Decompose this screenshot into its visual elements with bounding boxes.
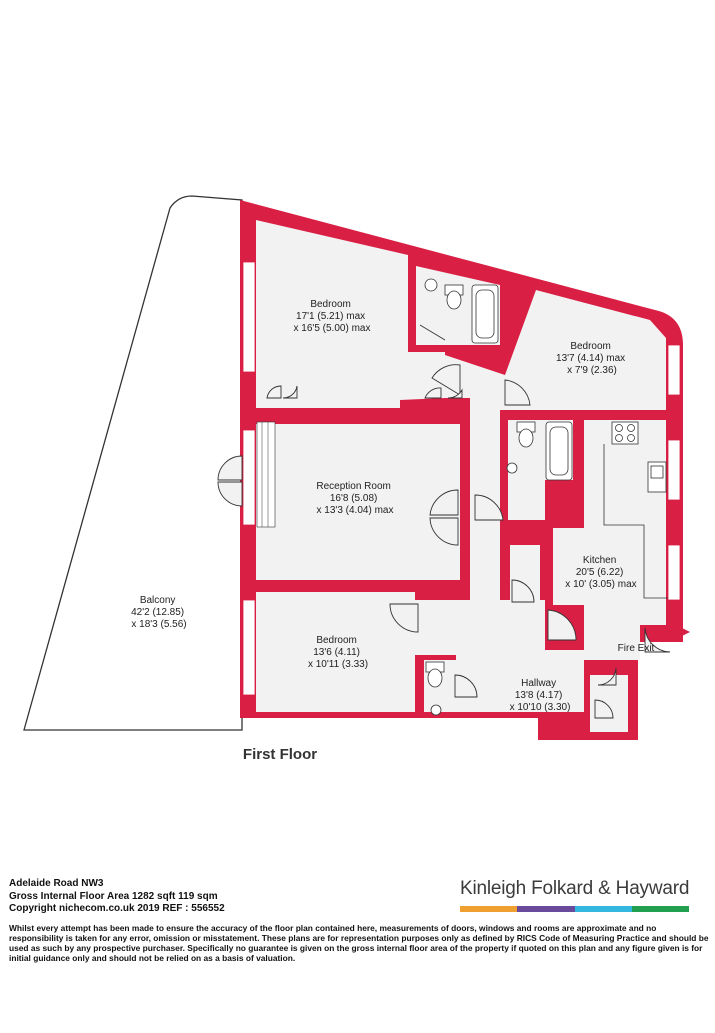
brand-bar-orange	[460, 906, 518, 912]
windows	[242, 261, 681, 696]
kitchen-floor	[545, 420, 666, 660]
reception-floor	[256, 424, 460, 580]
fire-exit-label: Fire Exit	[618, 643, 655, 654]
disclaimer-text: Whilst every attempt has been made to en…	[9, 923, 709, 963]
room-label-bedroom2: Bedroom 13'7 (4.14) max x 7'9 (2.36)	[556, 341, 628, 376]
floor-area: Gross Internal Floor Area 1282 sqft 119 …	[9, 890, 218, 902]
balcony-outline	[23, 195, 243, 731]
fire-exit-arrow-icon	[660, 628, 690, 636]
bedroom3-floor	[256, 592, 415, 712]
window-kitchen-1	[667, 439, 681, 501]
sink-ensuite-icon	[424, 278, 438, 292]
agent-name: Kinleigh Folkard & Hayward	[460, 878, 690, 899]
property-address: Adelaide Road NW3	[9, 878, 104, 889]
window-bedroom1	[242, 261, 256, 373]
kitchen-counter	[603, 444, 668, 599]
agent-logo: Kinleigh Folkard & Hayward	[460, 878, 692, 912]
room-labels: Bedroom 17'1 (5.21) max x 16'5 (5.00) ma…	[131, 299, 654, 713]
room-label-reception: Reception Room 16'8 (5.08) x 13'3 (4.04)…	[316, 481, 393, 516]
brand-bar-green	[631, 906, 689, 912]
copyright-ref: Copyright nichecom.co.uk 2019 REF : 5565…	[9, 903, 225, 914]
sink-shower-room-icon	[506, 462, 518, 474]
interior-walls	[256, 408, 553, 605]
room-label-hallway: Hallway 13'8 (4.17) x 10'10 (3.30)	[510, 678, 571, 713]
brand-bar-blue	[574, 906, 632, 912]
property-info: Adelaide Road NW3 Gross Internal Floor A…	[9, 878, 339, 916]
hob-icon	[611, 421, 639, 445]
room-label-bedroom3: Bedroom 13'6 (4.11) x 10'11 (3.33)	[308, 635, 368, 670]
doors	[217, 364, 671, 719]
room-label-bedroom1: Bedroom 17'1 (5.21) max x 16'5 (5.00) ma…	[294, 299, 371, 334]
floor-plan: Bedroom 17'1 (5.21) max x 16'5 (5.00) ma…	[23, 195, 690, 763]
window-bedroom2	[667, 344, 681, 396]
room-floors	[256, 220, 666, 732]
fixtures	[419, 278, 668, 716]
bedroom2-floor	[505, 290, 666, 410]
floor-title: First Floor	[243, 746, 317, 763]
brand-bar-purple	[517, 906, 575, 912]
room-label-kitchen: Kitchen 20'5 (6.22) x 10' (3.05) max	[565, 555, 636, 590]
bedroom1-floor	[256, 220, 445, 408]
window-bedroom3	[242, 599, 256, 696]
room-label-balcony: Balcony 42'2 (12.85) x 18'3 (5.56)	[131, 595, 187, 630]
brand-color-bar	[460, 906, 689, 912]
sink-wc-icon	[430, 704, 442, 716]
window-reception	[242, 429, 256, 526]
window-kitchen-2	[667, 544, 681, 601]
